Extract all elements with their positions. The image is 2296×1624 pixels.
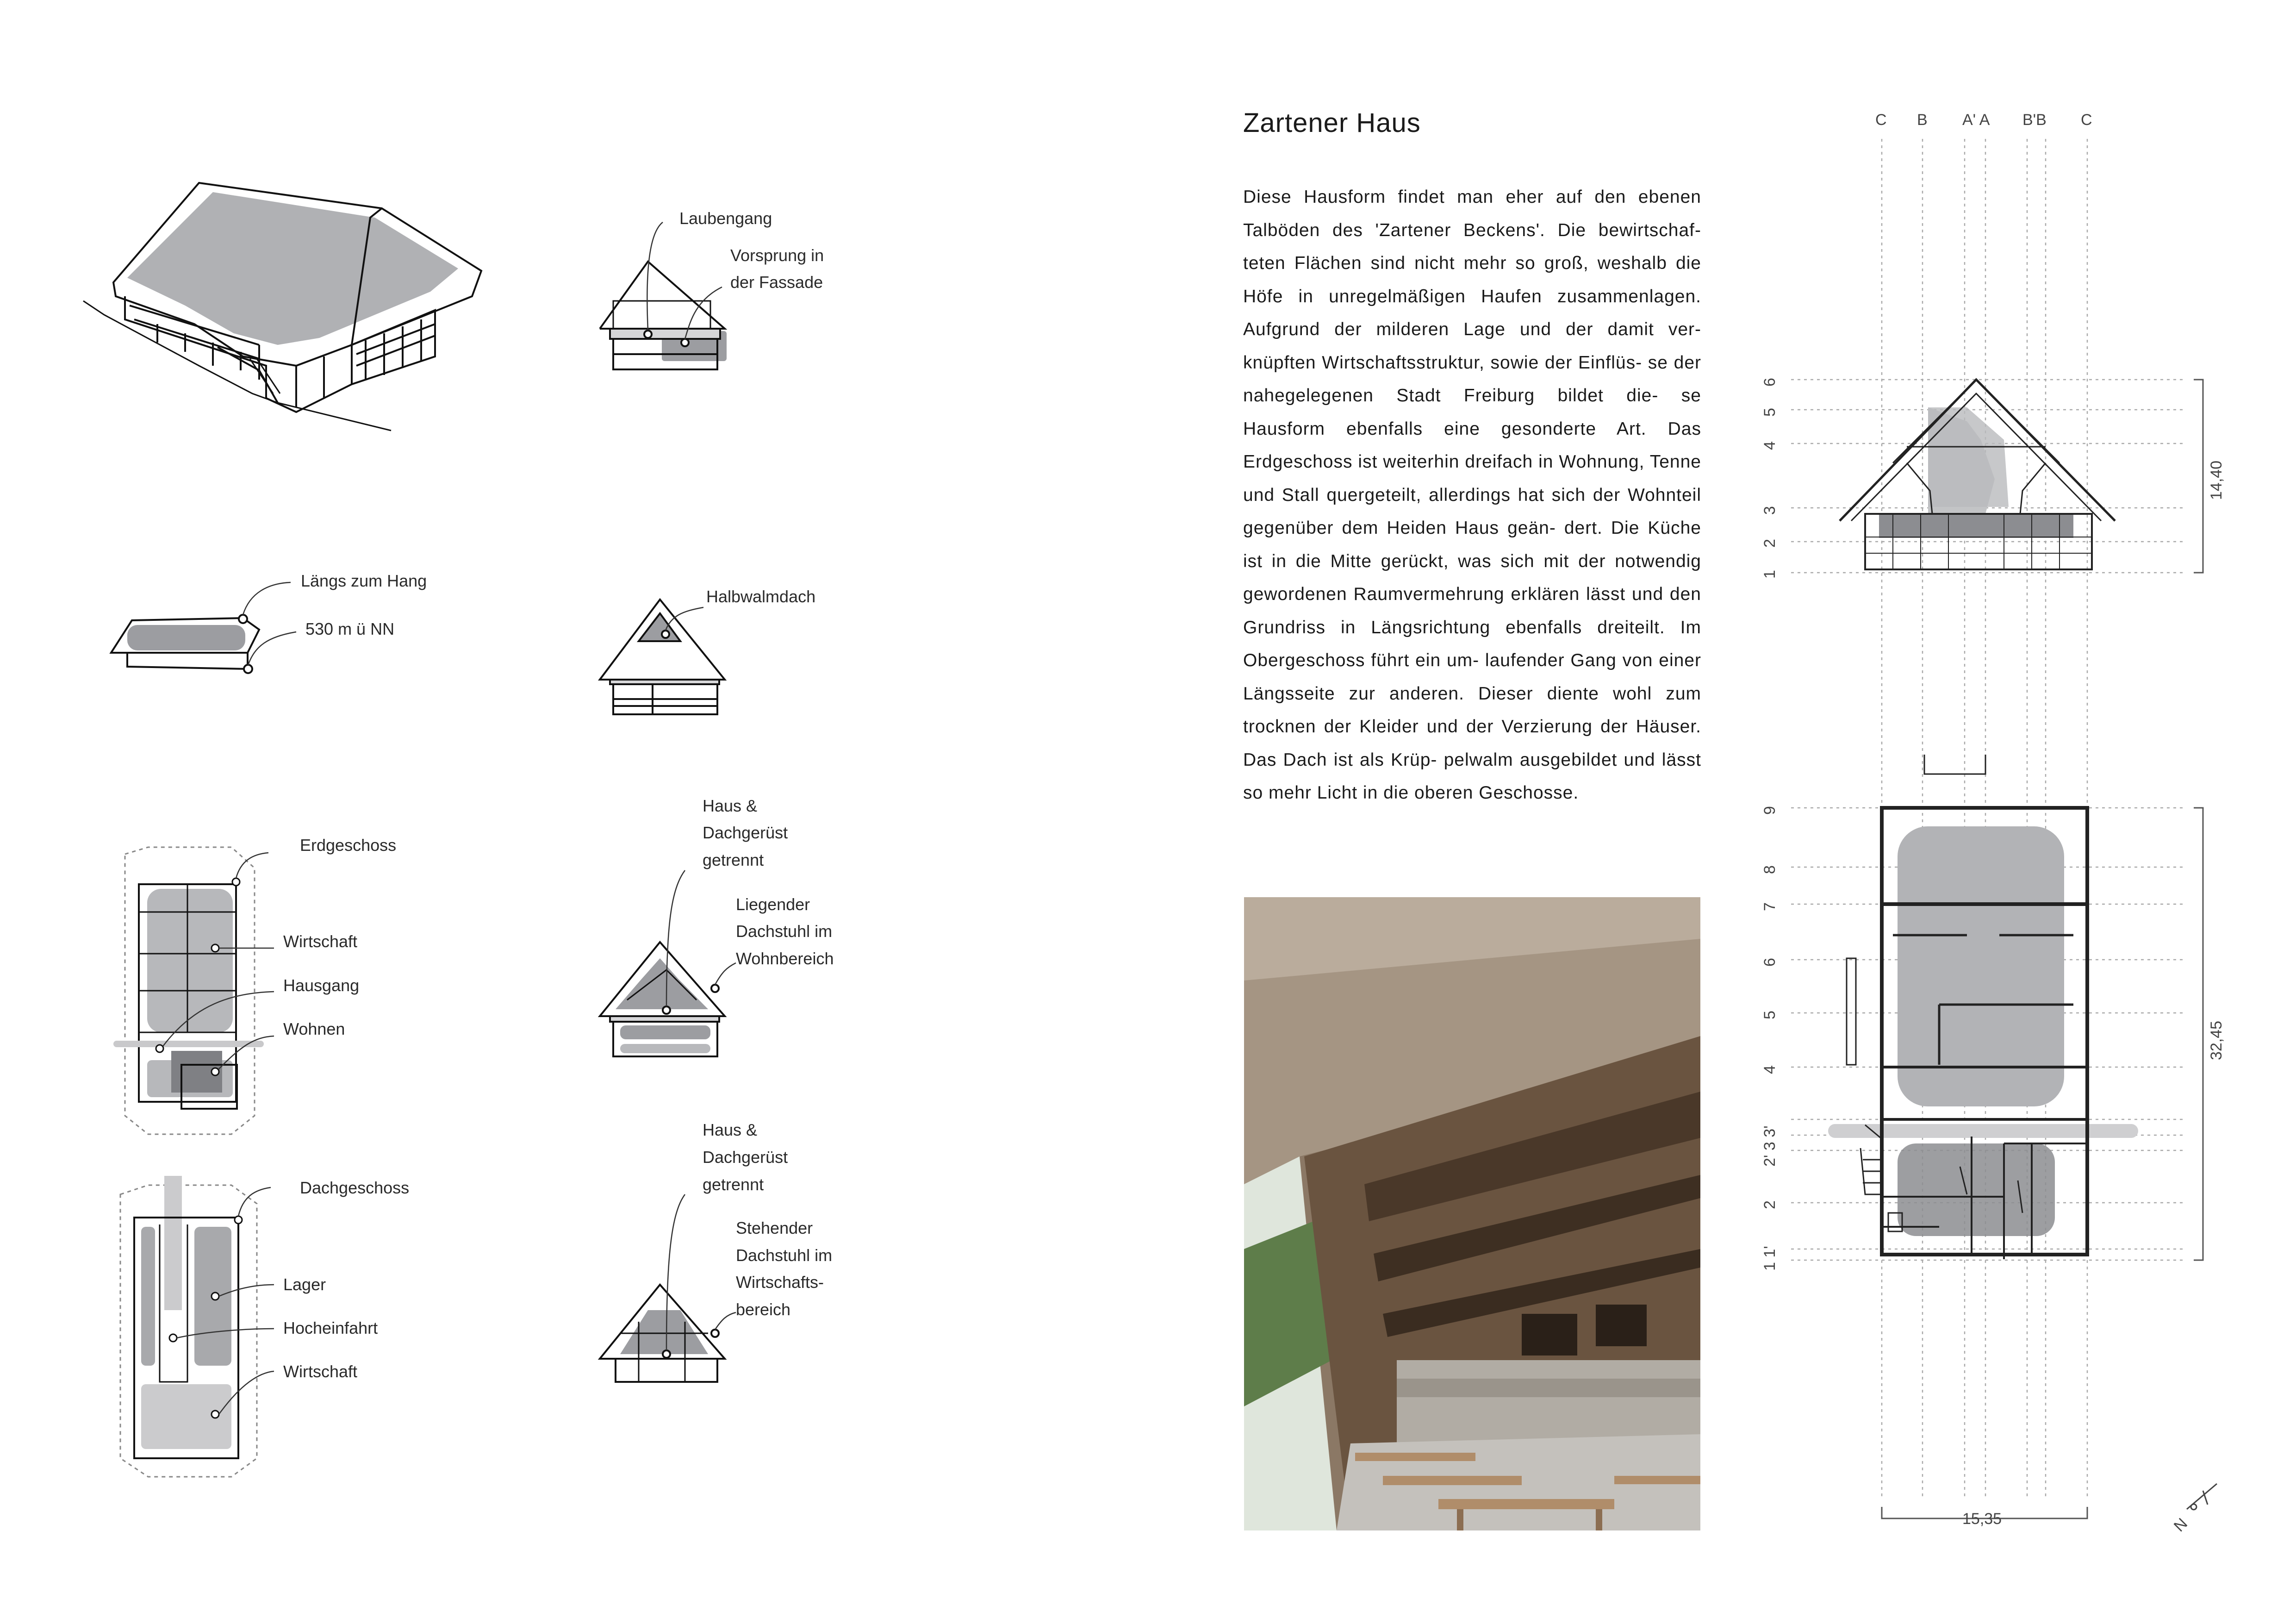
label-halbwalmdach: Halbwalmdach (706, 587, 816, 606)
label-vorsprung-2: der Fassade (730, 273, 823, 292)
elevation-liegender-dachstuhl (597, 940, 727, 1057)
elevation-laubengang (599, 260, 728, 370)
leader-lager (218, 1284, 274, 1297)
leader-haus1 (666, 870, 686, 1007)
terrain-plan (109, 614, 261, 674)
section-level-5: 5 (1761, 408, 1779, 417)
section-dimension-line (2194, 379, 2204, 574)
section-level-1: 1 (1761, 570, 1779, 579)
axis-grid (1881, 139, 2088, 1500)
plan-dachgeschoss (119, 1176, 258, 1478)
leader-liegender (714, 962, 736, 985)
photo-zartener-haus (1244, 897, 1700, 1530)
section-dimension: 14,40 (2208, 460, 2225, 500)
plan-level-3: 2' 3 3' (1761, 1125, 1779, 1167)
plan-level-6: 6 (1761, 958, 1779, 967)
label-haus2-3: getrennt (703, 1175, 764, 1194)
label-haus2-2: Dachgerüst (703, 1148, 788, 1167)
label-erdgeschoss: Erdgeschoss (300, 836, 397, 855)
plan-height-dimension: 32,45 (2208, 1020, 2225, 1060)
label-hausgang: Hausgang (283, 976, 360, 995)
leader-erdgeschoss (235, 852, 269, 879)
leader-hausgang (162, 991, 274, 1047)
axis-label-c-right: C (2081, 111, 2092, 129)
section-level-3: 3 (1761, 506, 1779, 515)
leader-wirtschaft2 (218, 1370, 274, 1415)
leader-hoehe (247, 631, 297, 666)
label-haus1-3: getrennt (703, 850, 764, 869)
floor-plan (1828, 755, 2138, 1259)
label-stehender-3: Wirtschafts- (736, 1273, 824, 1292)
label-liegender-2: Dachstuhl im (736, 922, 833, 941)
label-dachgeschoss: Dachgeschoss (300, 1178, 410, 1197)
elevation-halbwalmdach (597, 598, 727, 715)
plan-erdgeschoss (113, 846, 264, 1135)
label-stehender-2: Dachstuhl im (736, 1246, 833, 1265)
leader-dachgeschoss (237, 1187, 271, 1217)
label-laengs: Längs zum Hang (301, 571, 427, 590)
leader-vorsprung (684, 286, 722, 339)
leader-laubengang (647, 222, 663, 331)
label-liegender-1: Liegender (736, 895, 810, 914)
plan-level-4: 4 (1761, 1065, 1779, 1074)
plan-level-5: 5 (1761, 1011, 1779, 1019)
axis-label-c-left: C (1875, 111, 1887, 129)
plan-level-9: 9 (1761, 806, 1779, 815)
page-title: Zartener Haus (1243, 108, 1421, 138)
cross-section (1839, 378, 2116, 570)
elevation-stehender-dachstuhl (597, 1283, 727, 1383)
plan-level-1: 1 1' (1761, 1246, 1779, 1271)
label-haus1-2: Dachgerüst (703, 823, 788, 842)
section-level-2: 2 (1761, 539, 1779, 548)
section-level-4: 4 (1761, 441, 1779, 450)
leader-laengs (242, 581, 291, 615)
label-haus1-1: Haus & (703, 796, 758, 815)
leader-wohnen (218, 1035, 274, 1070)
north-arrow-icon (2186, 1483, 2217, 1511)
leader-hocheinfahrt (176, 1328, 274, 1339)
axis-label-b-prime: B'B (2022, 111, 2047, 129)
label-hoehe: 530 m ü NN (305, 619, 395, 638)
section-level-6: 6 (1761, 378, 1779, 387)
axis-label-a: A' A (1962, 111, 1990, 129)
plan-level-8: 8 (1761, 865, 1779, 874)
plan-level-7: 7 (1761, 902, 1779, 911)
label-stehender-1: Stehender (736, 1218, 813, 1237)
plan-dimension-lines (1881, 807, 2204, 1519)
label-wirtschaft-2: Wirtschaft (283, 1362, 358, 1381)
leader-haus2 (666, 1194, 686, 1351)
label-vorsprung-1: Vorsprung in (730, 246, 824, 265)
label-wohnen: Wohnen (283, 1019, 345, 1038)
leader-stehender (714, 1312, 736, 1330)
label-hocheinfahrt: Hocheinfahrt (283, 1318, 378, 1337)
label-wirtschaft: Wirtschaft (283, 932, 358, 951)
label-liegender-3: Wohnbereich (736, 949, 834, 968)
house-perspective-sketch (83, 181, 483, 431)
label-laubengang: Laubengang (679, 209, 772, 228)
axis-label-b: B (1917, 111, 1928, 129)
leader-halbwalm (665, 606, 704, 631)
description-text: Diese Hausform findet man eher auf den e… (1243, 187, 1701, 803)
label-stehender-4: bereich (736, 1300, 791, 1319)
label-lager: Lager (283, 1275, 326, 1294)
plan-level-2: 2 (1761, 1200, 1779, 1209)
plan-width-dimension: 15,35 (1962, 1510, 2002, 1528)
label-haus2-1: Haus & (703, 1120, 758, 1139)
